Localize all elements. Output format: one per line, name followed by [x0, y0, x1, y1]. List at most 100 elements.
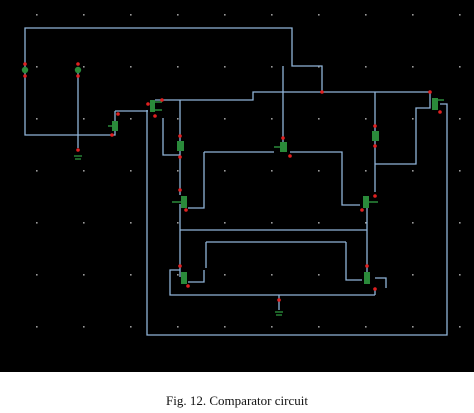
grid-dot — [177, 14, 179, 16]
pin-marker — [373, 287, 377, 291]
grid-dot — [224, 222, 226, 224]
grid-dot — [130, 326, 132, 328]
pin-marker — [76, 74, 80, 78]
grid-dot — [412, 170, 414, 172]
figure-caption: Fig. 12. Comparator circuit — [166, 393, 308, 408]
grid-dot — [224, 326, 226, 328]
pin-marker — [160, 98, 164, 102]
pin-marker — [360, 208, 364, 212]
current-source-4 — [372, 131, 379, 141]
transistor-bottom-right — [364, 272, 370, 284]
grid-dot — [130, 222, 132, 224]
grid-dot — [459, 118, 461, 120]
wire-network — [24, 27, 448, 336]
pin-marker — [76, 62, 80, 66]
grid-dot — [318, 274, 320, 276]
pin-marker — [365, 264, 369, 268]
pin-marker — [288, 154, 292, 158]
grid-dot — [130, 274, 132, 276]
pin-marker — [110, 133, 114, 137]
pin-marker — [186, 284, 190, 288]
grid-dot — [318, 66, 320, 68]
grid-dot — [83, 326, 85, 328]
wire — [24, 70, 78, 136]
pin-marker — [178, 134, 182, 138]
grid-dot — [130, 118, 132, 120]
grid-dot — [224, 170, 226, 172]
grid-dot — [83, 66, 85, 68]
grid-dot — [365, 66, 367, 68]
pin-marker — [438, 110, 442, 114]
wire — [78, 111, 116, 136]
grid-dot — [271, 326, 273, 328]
pin-marker — [281, 136, 285, 140]
current-source-3 — [177, 141, 184, 151]
transistor-input-bias — [108, 121, 118, 131]
transistor-mid-right — [363, 196, 378, 208]
grid-dot — [177, 170, 179, 172]
grid-dot — [36, 118, 38, 120]
grid-dot — [412, 326, 414, 328]
grid-dot — [130, 66, 132, 68]
grid-dot — [36, 274, 38, 276]
wire — [375, 277, 387, 288]
grid-dot — [365, 170, 367, 172]
grid-dot — [271, 274, 273, 276]
grid-dot — [83, 14, 85, 16]
grid-dot — [365, 118, 367, 120]
grid-dot — [412, 118, 414, 120]
wire — [290, 151, 360, 206]
pin-marker — [428, 90, 432, 94]
grid-dot — [177, 222, 179, 224]
pin-marker — [373, 144, 377, 148]
grid-dot — [224, 118, 226, 120]
grid-dot — [459, 66, 461, 68]
grid-dot — [318, 14, 320, 16]
grid-dot — [459, 326, 461, 328]
transistor-top-right — [432, 98, 444, 110]
pin-marker — [178, 264, 182, 268]
grid-dots — [36, 14, 461, 328]
pin-marker — [373, 124, 377, 128]
grid-dot — [412, 274, 414, 276]
grid-dot — [318, 118, 320, 120]
grid-dot — [271, 118, 273, 120]
pin-marker — [23, 62, 27, 66]
grid-dot — [224, 66, 226, 68]
grid-dot — [83, 274, 85, 276]
ground-symbol-left — [74, 155, 82, 160]
ground-symbol-bottom — [275, 311, 283, 316]
grid-dot — [130, 170, 132, 172]
grid-dot — [130, 14, 132, 16]
wire — [169, 269, 375, 296]
wire — [155, 91, 430, 101]
grid-dot — [318, 222, 320, 224]
pin-marker — [373, 194, 377, 198]
grid-dot — [36, 222, 38, 224]
grid-dot — [412, 14, 414, 16]
pin-marker — [116, 112, 120, 116]
grid-dot — [177, 66, 179, 68]
pin-marker — [76, 148, 80, 152]
grid-dot — [36, 326, 38, 328]
grid-dot — [318, 326, 320, 328]
transistor-top-left — [150, 100, 162, 112]
grid-dot — [224, 274, 226, 276]
pin-marker — [178, 188, 182, 192]
pin-markers — [23, 62, 442, 302]
grid-dot — [177, 274, 179, 276]
pin-marker — [277, 298, 281, 302]
grid-dot — [83, 222, 85, 224]
grid-dot — [83, 118, 85, 120]
grid-dot — [459, 170, 461, 172]
grid-dot — [177, 118, 179, 120]
transistor-bottom-left — [181, 272, 187, 284]
wire — [146, 103, 448, 336]
grid-dot — [365, 222, 367, 224]
grid-dot — [459, 222, 461, 224]
schematic-drawing — [21, 14, 461, 336]
wire — [188, 152, 205, 209]
grid-dot — [177, 326, 179, 328]
grid-dot — [36, 66, 38, 68]
grid-dot — [36, 170, 38, 172]
